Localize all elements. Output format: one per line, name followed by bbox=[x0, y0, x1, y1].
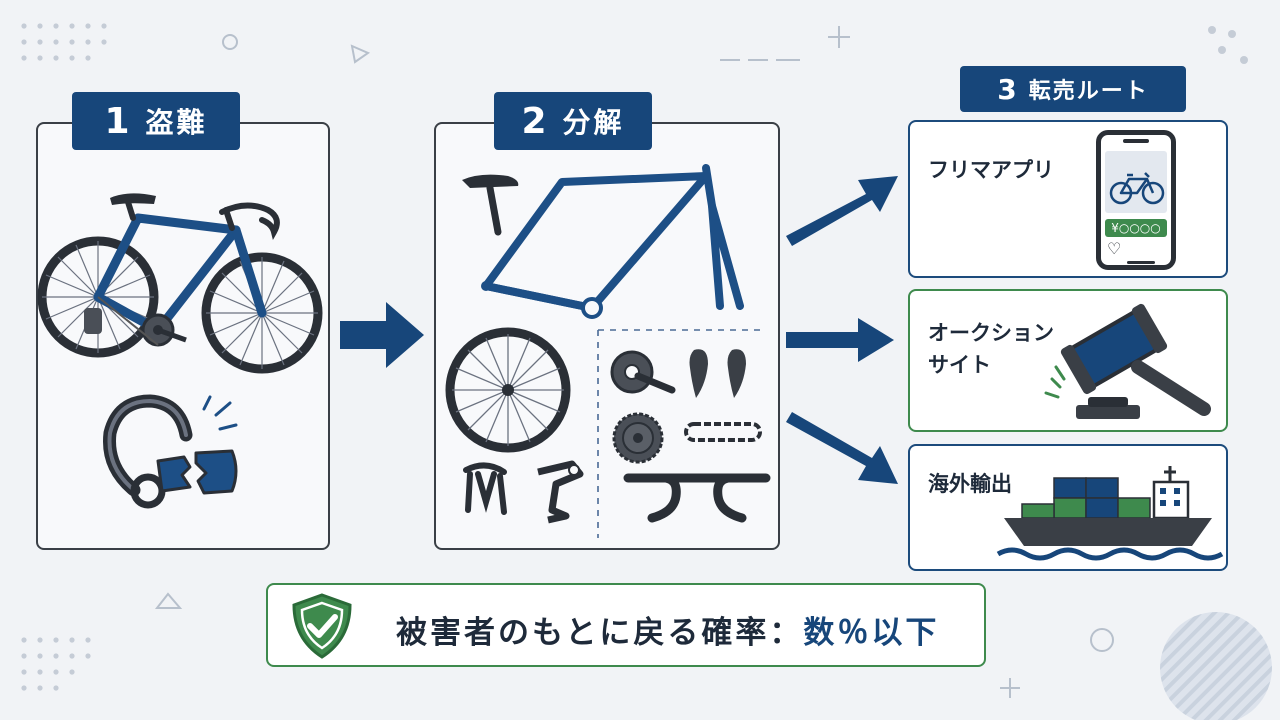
bike-frame-icon bbox=[462, 164, 744, 319]
brake-lever-icon bbox=[689, 349, 746, 398]
heart-icon: ♡ bbox=[1107, 239, 1122, 258]
bicycle-icon bbox=[37, 193, 323, 374]
shield-check-icon bbox=[292, 593, 352, 659]
arrow-right-icon bbox=[340, 302, 424, 368]
route-flea-market: フリマアプリ ¥○○○○ ♡ bbox=[908, 120, 1228, 278]
arrow-right-icon-2 bbox=[786, 318, 894, 362]
route-auction-label-line2: サイト bbox=[928, 353, 991, 377]
route-auction-label-line1: オークション bbox=[928, 321, 1054, 345]
arrow-down-right-icon bbox=[786, 412, 898, 484]
arrow-up-right-icon bbox=[786, 176, 898, 246]
broken-lock-icon bbox=[103, 394, 238, 509]
result-highlight: 数％以下 bbox=[803, 615, 940, 651]
step-1-number: 1 bbox=[104, 100, 130, 142]
step-3-number: 3 bbox=[997, 72, 1017, 106]
route-flea-market-label: フリマアプリ bbox=[928, 158, 1054, 182]
step-1-tag: 1 盗難 bbox=[72, 92, 240, 150]
route-overseas-label: 海外輸出 bbox=[928, 472, 1012, 496]
step-3-tag: 3 転売ルート bbox=[960, 66, 1186, 112]
step-1-label: 盗難 bbox=[145, 106, 208, 139]
cargo-ship-icon bbox=[996, 466, 1224, 561]
result-text: 被害者のもとに戻る確率：数％以下 bbox=[396, 607, 939, 652]
divider-dashed bbox=[597, 329, 764, 538]
result-banner: 被害者のもとに戻る確率：数％以下 bbox=[266, 583, 986, 667]
handlebar-icon bbox=[623, 473, 771, 523]
chain-icon bbox=[684, 422, 762, 442]
step-3-label: 転売ルート bbox=[1028, 79, 1149, 104]
brake-caliper-icon bbox=[463, 462, 507, 515]
result-label: 被害者のもとに戻る確率： bbox=[396, 615, 804, 651]
cassette-icon bbox=[612, 412, 664, 464]
crankset-icon bbox=[610, 350, 676, 394]
phone-price-badge: ¥○○○○ bbox=[1105, 219, 1167, 237]
phone-bicycle-icon bbox=[1109, 172, 1165, 205]
wheel-icon bbox=[445, 327, 571, 453]
gavel-icon bbox=[1044, 303, 1211, 419]
route-overseas-export: 海外輸出 bbox=[908, 444, 1228, 571]
derailleur-icon bbox=[537, 460, 584, 524]
step-2-label: 分解 bbox=[562, 106, 625, 139]
step-2-tag: 2 分解 bbox=[494, 92, 652, 150]
phone-icon: ¥○○○○ ♡ bbox=[1096, 130, 1176, 270]
step-2-number: 2 bbox=[521, 100, 547, 142]
route-auction-site: オークション サイト bbox=[908, 289, 1228, 432]
